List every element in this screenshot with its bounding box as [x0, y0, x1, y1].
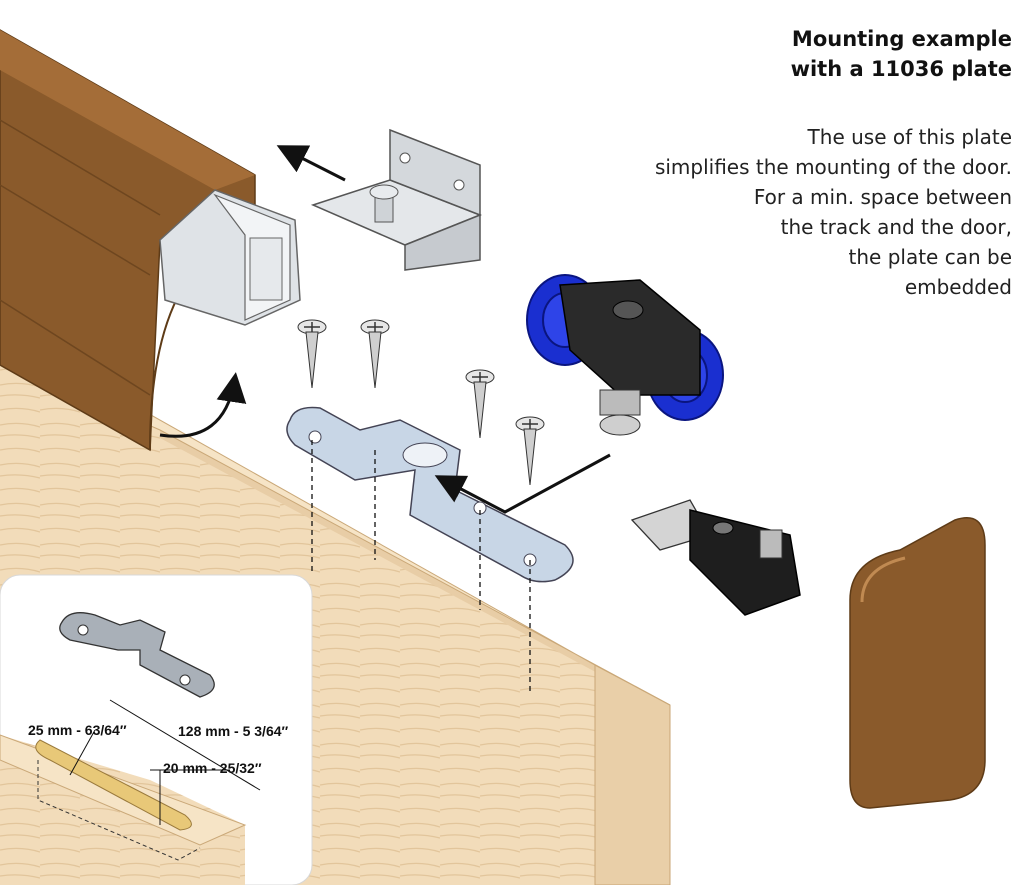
description-line-6: embedded [904, 275, 1012, 299]
steel-plate [286, 406, 574, 583]
description-line-2: simplifies the mounting of the door. [654, 155, 1012, 179]
title-line-2: with a 11036 plate [790, 57, 1012, 81]
description-line-1: The use of this plate [807, 125, 1012, 149]
curved-arrow [159, 372, 247, 438]
inset-panel [0, 574, 313, 885]
aluminium-track [159, 189, 301, 326]
roller-carriage [526, 274, 724, 436]
dimension-length-label: 128 mm - 5 3/64″ [178, 723, 289, 739]
mounting-bracket [310, 128, 483, 271]
description-line-4: the track and the door, [780, 215, 1012, 239]
screw-4 [515, 416, 545, 486]
description-line-3: For a min. space between [753, 185, 1012, 209]
title-line-1: Mounting example [791, 27, 1012, 51]
description-text: The use of this plate simplifies the mou… [655, 122, 1012, 302]
screw-1 [297, 319, 327, 389]
arrow-to-track [276, 145, 346, 182]
arrow-roller-to-plate [434, 453, 611, 514]
dimension-width-label: 25 mm - 63/64″ [28, 722, 127, 738]
track-cover [0, 29, 256, 452]
stopper [630, 499, 801, 616]
screw-2 [360, 319, 390, 389]
dimension-depth-label: 20 mm - 25/32″ [163, 760, 262, 776]
guide-lines [311, 440, 531, 695]
diagram-title: Mounting example with a 11036 plate [791, 24, 1012, 84]
screw-3 [465, 369, 495, 439]
description-line-5: the plate can be [848, 245, 1012, 269]
screws [297, 319, 545, 486]
end-cap [849, 517, 986, 809]
